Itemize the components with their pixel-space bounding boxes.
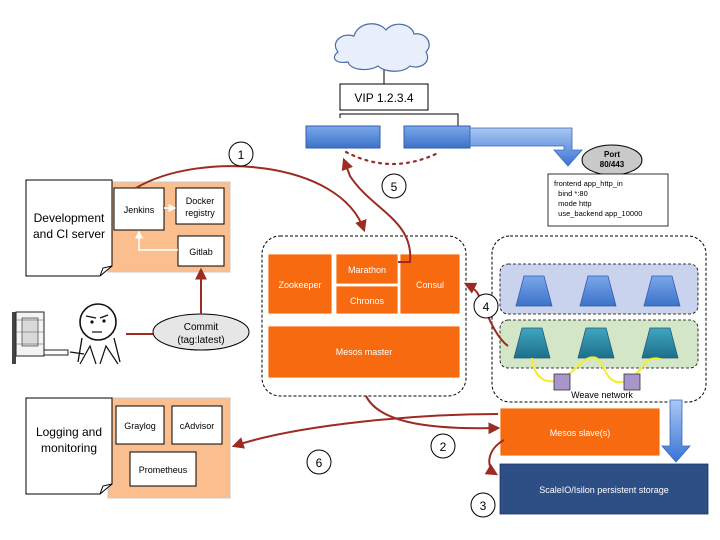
docker-registry-box	[175, 187, 225, 225]
step-2: 2	[430, 433, 456, 459]
step-2-number: 2	[440, 440, 447, 454]
mesos-master-box	[267, 325, 461, 379]
dev-ci-document	[25, 179, 113, 277]
port-line2: 80/443	[600, 160, 625, 169]
logging-document	[25, 397, 113, 495]
flow-arrow-1	[135, 165, 367, 233]
mesos-master-group: Zookeeper Marathon Chronos Consul Mesos …	[261, 235, 467, 397]
storage-label: ScaleIO/Isilon persistent storage	[539, 485, 669, 495]
weave-router-1	[553, 373, 571, 391]
failover-dotted-arc	[344, 150, 442, 166]
dev-ci-title-line2: and CI server	[33, 227, 105, 241]
gitlab-to-jenkins-arrow	[135, 230, 178, 251]
gitlab-label: Gitlab	[189, 247, 213, 257]
step-6: 6	[306, 449, 332, 475]
step-4-number: 4	[483, 300, 490, 314]
flow-arrow-2	[365, 395, 501, 435]
prometheus-box	[129, 451, 197, 487]
prometheus-label: Prometheus	[139, 465, 188, 475]
zookeeper-label: Zookeeper	[278, 280, 321, 290]
haproxy-config-box: frontend app_http_in bind *:80 mode http…	[547, 173, 669, 227]
vip-label: VIP 1.2.3.4	[354, 91, 413, 105]
haproxy-node-1	[515, 275, 553, 307]
step-5-number: 5	[391, 180, 398, 194]
developer-at-computer-icon	[12, 303, 121, 365]
graylog-box	[115, 405, 165, 445]
flow-arrow-4	[463, 282, 509, 347]
step-5: 5	[381, 173, 407, 199]
step-1: 1	[228, 141, 254, 167]
consul-label: Consul	[416, 280, 444, 290]
vip-box: VIP 1.2.3.4	[339, 83, 429, 111]
step-3-number: 3	[480, 499, 487, 513]
cloud-icon	[333, 23, 430, 72]
config-line-3: mode http	[554, 199, 592, 208]
zookeeper-box	[267, 253, 333, 315]
docker-registry-line1: Docker	[186, 196, 215, 206]
haproxy-node-2	[579, 275, 617, 307]
dev-ci-server: Development and CI server Jenkins Docker…	[25, 179, 231, 277]
cadvisor-label: cAdvisor	[180, 421, 215, 431]
container-node-1	[513, 327, 551, 359]
dev-ci-title-line1: Development	[34, 211, 105, 225]
consul-box	[399, 253, 461, 315]
config-line-2: bind *:80	[554, 189, 588, 198]
mesos-master-label: Mesos master	[336, 347, 393, 357]
config-line-4: use_backend app_10000	[554, 209, 642, 218]
gitlab-box	[177, 235, 225, 267]
weave-router-2	[623, 373, 641, 391]
step-4: 4	[473, 293, 499, 319]
weave-network-label: Weave network	[571, 390, 633, 400]
logging-title-line1: Logging and	[36, 425, 102, 439]
chronos-box	[335, 285, 399, 315]
flow-arrow-5	[341, 157, 412, 263]
jenkins-label: Jenkins	[124, 205, 155, 215]
step-3: 3	[470, 492, 496, 518]
logging-title-line2: monitoring	[41, 441, 97, 455]
commit-badge: Commit (tag:latest)	[152, 313, 250, 351]
step-1-number: 1	[238, 148, 245, 162]
haproxy-node-3	[643, 275, 681, 307]
jenkins-box	[113, 187, 165, 231]
port-badge: Port 80/443	[581, 144, 643, 176]
storage-box	[499, 463, 709, 515]
step-6-number: 6	[316, 456, 323, 470]
traffic-arrow-right	[469, 127, 583, 167]
docker-registry-line2: registry	[185, 208, 215, 218]
load-balancer-left	[305, 125, 381, 149]
logging-monitoring-server: Logging and monitoring Graylog cAdvisor …	[25, 397, 231, 499]
marathon-box	[335, 253, 399, 285]
container-node-3	[641, 327, 679, 359]
traffic-arrow-down	[661, 399, 691, 463]
cadvisor-box	[171, 405, 223, 445]
mesos-slave-label: Mesos slave(s)	[550, 428, 611, 438]
flow-arrow-3	[484, 439, 505, 476]
flow-arrow-6	[231, 413, 499, 449]
config-line-1: frontend app_http_in	[554, 179, 623, 188]
chronos-label: Chronos	[350, 296, 385, 306]
mesos-slave-box	[499, 407, 661, 457]
vip-bracket	[339, 113, 459, 126]
graylog-label: Graylog	[124, 421, 156, 431]
container-node-2	[577, 327, 615, 359]
marathon-label: Marathon	[348, 265, 386, 275]
commit-line1: Commit	[184, 322, 219, 333]
commit-line2: (tag:latest)	[177, 335, 224, 346]
slave-cluster-group: Weave network	[491, 235, 707, 403]
port-line1: Port	[604, 150, 620, 159]
load-balancer-right	[403, 125, 471, 149]
